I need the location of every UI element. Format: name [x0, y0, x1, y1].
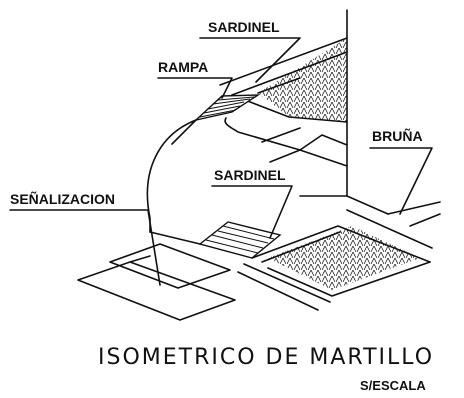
- senalizacion-stripes: [77, 243, 236, 321]
- lower-planter: [237, 225, 431, 311]
- leader-lines: [9, 37, 433, 286]
- label-senalizacion: SEÑALIZACION: [10, 190, 115, 207]
- ramp-upper: [171, 94, 261, 145]
- label-sardinel-top: SARDINEL: [208, 19, 280, 35]
- upper-planter: [219, 37, 348, 123]
- label-bruna: BRUÑA: [372, 127, 423, 144]
- drawing-title: ISOMETRICO DE MARTILLO: [98, 345, 434, 370]
- scale-note: S/ESCALA: [360, 378, 426, 393]
- road-lines: [299, 195, 441, 249]
- wall-box: [269, 134, 348, 163]
- ramp-lower: [198, 221, 282, 259]
- label-rampa: RAMPA: [158, 59, 208, 75]
- label-sardinel-mid: SARDINEL: [214, 167, 286, 183]
